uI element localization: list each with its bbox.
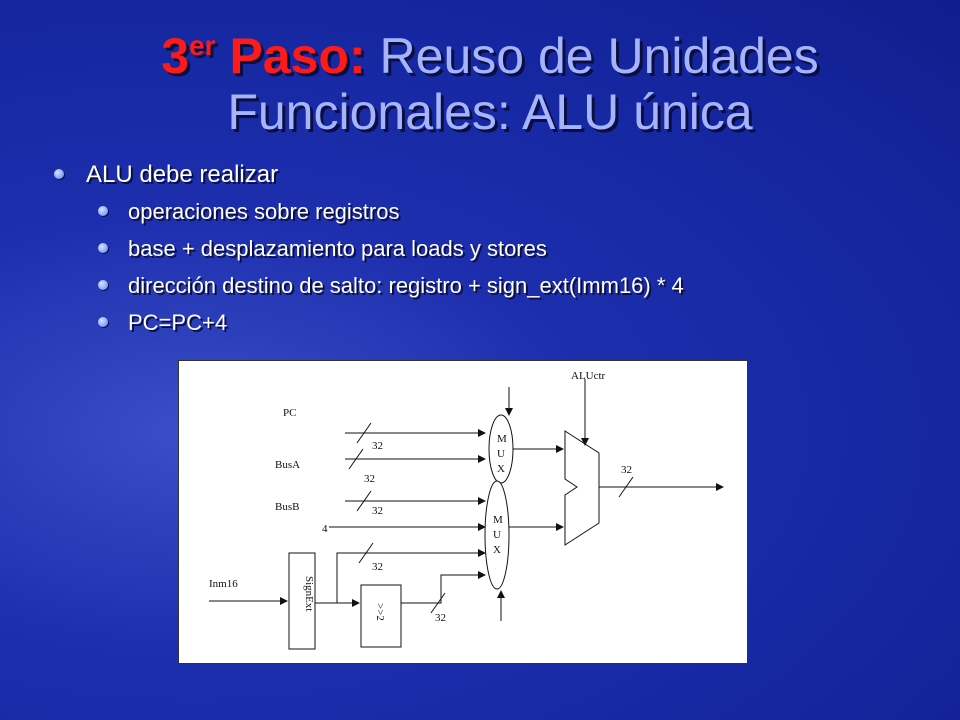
bullet-dot-icon [98,280,108,290]
wire-busb [345,490,486,512]
bullet-dot-icon [98,317,108,327]
svg-text:X: X [497,463,505,475]
svg-text:M: M [497,433,507,445]
busb-label: BusB [275,501,299,513]
svg-text:X: X [493,544,501,556]
shift-label: >>2 [374,603,386,621]
pc-label: PC [283,407,296,419]
bullet-item: ALU debe realizar [48,156,928,193]
bullet-list: ALU debe realizar operaciones sobre regi… [48,156,928,341]
wire-shift-out [401,571,486,614]
width-label-busb: 32 [372,505,383,517]
datapath-diagram: PC BusA BusB Inm16 4 ALUctr 32 32 32 32 … [178,360,748,664]
title-step: 3er Paso: [161,28,366,84]
wire-alu-out [599,476,724,498]
svg-text:U: U [497,448,505,460]
bullet-item: PC=PC+4 [48,304,928,341]
shift-block: >>2 [360,584,402,648]
wire-signext-out [309,542,486,604]
signext-label: SignExt [303,576,315,611]
aluctr-label: ALUctr [571,370,606,382]
bullet-item: dirección destino de salto: registro + s… [48,267,928,304]
title-rest-line2: Funcionales: ALU única [227,84,753,140]
width-label-pc: 32 [372,440,383,452]
width-label-shift: 32 [435,612,446,624]
const-four-label: 4 [322,523,328,535]
wire-busa [345,448,486,470]
bullet-item: base + desplazamiento para loads y store… [48,230,928,267]
width-label-busa: 32 [364,473,375,485]
datapath-svg: PC BusA BusB Inm16 4 ALUctr 32 32 32 32 … [209,370,724,650]
wire-pc [345,422,486,444]
svg-text:M: M [493,514,503,526]
signext-block: SignExt [288,552,316,650]
slide-title: 3er Paso: Reuso de Unidades Funcionales:… [60,18,920,140]
bullet-dot-icon [54,169,64,179]
mux-lower: M U X [484,480,510,621]
width-label-signext: 32 [372,561,383,573]
title-rest-line1: Reuso de Unidades [379,28,819,84]
imm16-label: Inm16 [209,578,238,590]
bullet-item: operaciones sobre registros [48,193,928,230]
bullet-dot-icon [98,206,108,216]
mux-upper: M U X [488,387,514,484]
busa-label: BusA [275,459,300,471]
svg-text:U: U [493,529,501,541]
alu-block [564,379,600,546]
width-label-alu-out: 32 [621,464,632,476]
bullet-dot-icon [98,243,108,253]
